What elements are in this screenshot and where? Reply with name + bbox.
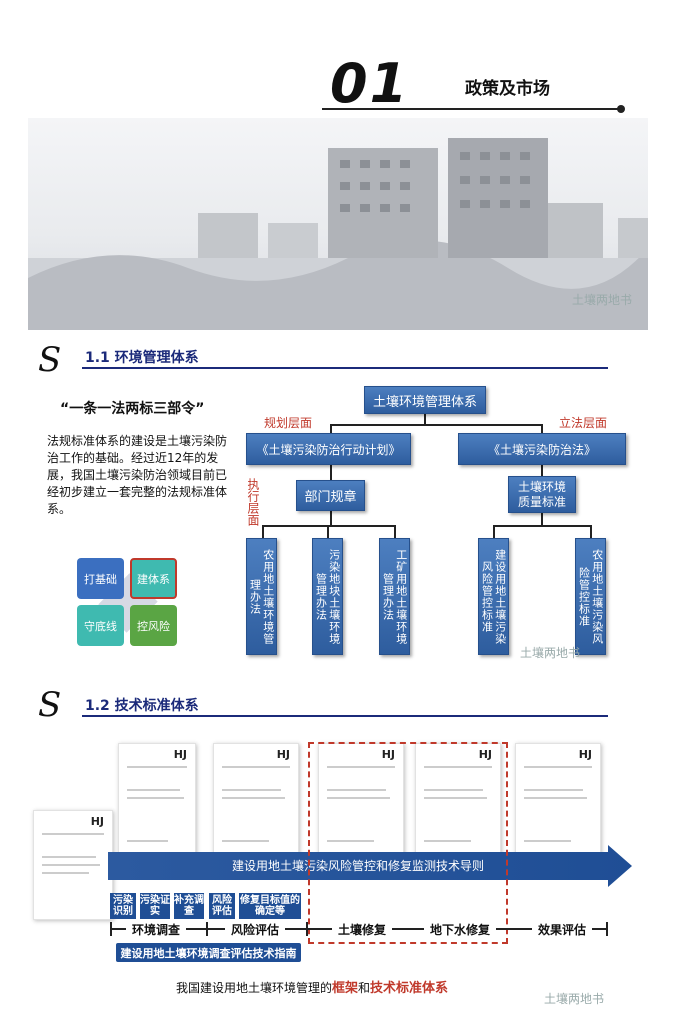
org-leaf: 污染地块土壤环境管理办法	[312, 538, 343, 655]
connector	[327, 525, 329, 539]
org-law: 《土壤污染防治法》	[458, 433, 626, 465]
connector	[493, 525, 495, 539]
quad-diagram: 打基础 建体系 守底线 控风险	[73, 553, 183, 653]
doc-mark: HJ	[173, 748, 187, 761]
org-label-plan: 规划层面	[264, 416, 313, 430]
phase-tick	[306, 922, 308, 936]
doc-mark: HJ	[90, 815, 104, 828]
connector	[541, 465, 543, 477]
chapter-title: 政策及市场	[465, 79, 550, 99]
quad-item: 控风险	[130, 605, 177, 646]
connector	[590, 525, 592, 539]
connector	[493, 525, 591, 527]
phase-label: 地下水修复	[424, 921, 497, 938]
org-root: 土壤环境管理体系	[364, 386, 486, 414]
section-1-quote: “一条一法两标三部令”	[60, 401, 205, 417]
connector	[394, 525, 396, 539]
connector	[330, 511, 332, 526]
step-box: 补充调查	[174, 893, 204, 919]
standard-document: HJ	[415, 743, 501, 855]
phase-label: 风险评估	[225, 921, 286, 938]
doc-mark: HJ	[478, 748, 492, 761]
org-leaf: 工矿用地土壤环境管理办法	[379, 538, 410, 655]
org-leaf: 农用地土壤污染风险管控标准	[575, 538, 606, 655]
section-2-watermark: 土壤两地书	[544, 992, 605, 1006]
caption-highlight: 技术标准体系	[370, 981, 449, 996]
section-2-mark: S	[38, 685, 62, 725]
chapter-rule-end-dot	[617, 105, 625, 113]
header-photo: 土壤两地书	[28, 118, 648, 330]
section-2-title: 1.2 技术标准体系	[85, 698, 199, 714]
standard-document: HJ	[213, 743, 299, 855]
connector	[541, 513, 543, 526]
phase-tick	[606, 922, 608, 936]
quad-item: 建体系	[130, 558, 177, 599]
caption-part: 我国建设用地土壤环境管理的	[176, 981, 333, 995]
connector	[330, 465, 332, 480]
org-label-law: 立法层面	[559, 416, 608, 430]
guide-bar: 建设用地土壤环境调查评估技术指南	[116, 943, 301, 962]
photo-watermark: 土壤两地书	[571, 293, 632, 307]
standard-document: HJ	[118, 743, 196, 855]
connector	[541, 424, 543, 434]
org-quality: 土壤环境质量标准	[508, 476, 576, 513]
standard-document: HJ	[33, 810, 113, 920]
connector	[424, 413, 426, 425]
standard-document: HJ	[515, 743, 601, 855]
section-2-rule	[82, 715, 608, 717]
org-leaf: 农用地土壤环境管理办法	[246, 538, 277, 655]
connector	[330, 424, 542, 426]
doc-mark: HJ	[381, 748, 395, 761]
section-2-caption: 我国建设用地土壤环境管理的框架和技术标准体系	[176, 977, 448, 996]
chapter-rule	[322, 108, 622, 110]
connector	[330, 424, 332, 434]
step-box: 修复目标值的确定等	[239, 893, 301, 919]
step-box: 污染证实	[140, 893, 170, 919]
guideline-arrow-label: 建设用地土壤污染风险管控和修复监测技术导则	[231, 859, 484, 873]
section-1-watermark: 土壤两地书	[520, 646, 581, 660]
section-1-paragraph: 法规标准体系的建设是土壤污染防治工作的基础。经过近12年的发展，我国土壤污染防治…	[47, 434, 228, 516]
quad-item: 守底线	[77, 605, 124, 646]
quad-item: 打基础	[77, 558, 124, 599]
phase-tick	[110, 922, 112, 936]
step-box: 污染识别	[110, 893, 136, 919]
doc-mark: HJ	[578, 748, 592, 761]
section-1-rule	[82, 367, 608, 369]
caption-part: 和	[358, 981, 371, 995]
standard-document: HJ	[318, 743, 404, 855]
caption-highlight: 框架	[332, 981, 359, 996]
ruins-illustration	[28, 138, 648, 330]
section-1-title: 1.1 环境管理体系	[85, 350, 199, 366]
section-1-mark: S	[38, 340, 62, 380]
doc-mark: HJ	[276, 748, 290, 761]
step-box: 风险评估	[209, 893, 235, 919]
phase-label: 环境调查	[126, 921, 187, 938]
org-plan: 《土壤污染防治行动计划》	[246, 433, 411, 465]
org-label-exec: 执行层面	[246, 478, 260, 526]
phase-label: 效果评估	[532, 921, 593, 938]
guideline-arrow	[108, 845, 632, 887]
org-leaf: 建设用地土壤污染风险管控标准	[478, 538, 509, 655]
org-dept: 部门规章	[296, 480, 365, 511]
chapter-number: 01	[330, 52, 410, 115]
phase-label: 土壤修复	[332, 921, 393, 938]
phase-tick	[206, 922, 208, 936]
connector	[262, 525, 264, 539]
highlight-frame	[308, 742, 508, 944]
